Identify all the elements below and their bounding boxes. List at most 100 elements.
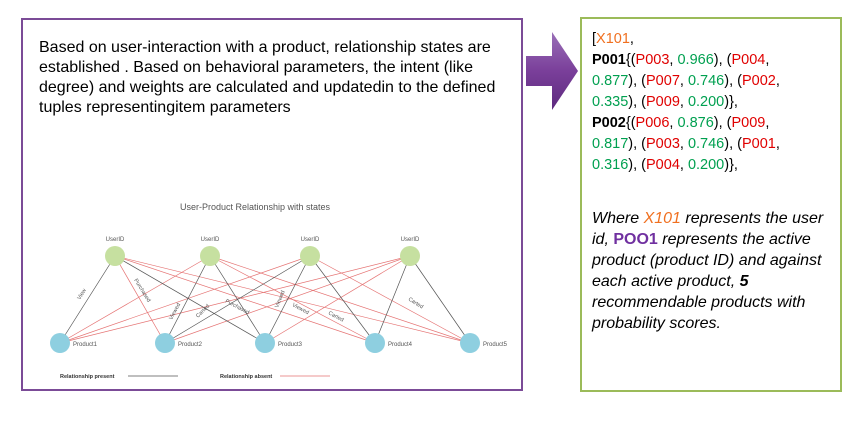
absent-edge xyxy=(114,255,166,344)
separator: , xyxy=(669,115,678,131)
punctuation: ), ( xyxy=(628,73,647,89)
product-node-label: Product3 xyxy=(278,342,303,348)
legend: Relationship present Relationship absent xyxy=(60,374,330,380)
score: 0.877 xyxy=(592,73,629,89)
edge-label: Carted xyxy=(327,310,344,323)
bracket-text: [ xyxy=(592,31,597,47)
absent-edge xyxy=(264,255,411,344)
recommendation-tuples: [X101, P001{(P003, 0.966), (P004, 0.877)… xyxy=(592,29,837,176)
note-product-key: POO1 xyxy=(613,231,658,248)
note-text: recommendable products with probability … xyxy=(592,294,806,332)
separator: , xyxy=(679,136,688,152)
present-edge xyxy=(114,255,266,344)
score: 0.746 xyxy=(687,136,725,152)
legend-present-label: Relationship present xyxy=(60,374,115,380)
tuple-line-4: 0.335), (P009, 0.200)}, xyxy=(592,92,837,113)
user-node xyxy=(400,246,420,266)
score: 0.200 xyxy=(687,157,725,173)
punctuation: )}, xyxy=(724,157,738,173)
absent-edges xyxy=(59,255,471,344)
user-node xyxy=(300,246,320,266)
score: 0.746 xyxy=(687,73,725,89)
punctuation: ), ( xyxy=(713,52,732,68)
product-id: P009 xyxy=(646,94,680,110)
product-node-label: Product5 xyxy=(483,342,508,348)
absent-edge xyxy=(59,255,211,344)
present-edge xyxy=(164,255,211,344)
present-edges xyxy=(59,255,471,344)
present-edge xyxy=(374,255,411,344)
score: 0.817 xyxy=(592,136,629,152)
absent-edge xyxy=(59,255,411,344)
user-id: X101 xyxy=(596,31,630,47)
note-user-id: X101 xyxy=(643,210,681,227)
product-id: P009 xyxy=(731,115,766,131)
description-text: Based on user-interaction with a product… xyxy=(39,38,499,118)
right-arrow-icon xyxy=(526,32,578,110)
punctuation: , xyxy=(765,52,770,68)
separator: , xyxy=(669,52,678,68)
present-edge xyxy=(59,255,116,344)
separator: , xyxy=(679,73,688,89)
product-node xyxy=(155,333,175,353)
present-edge xyxy=(164,255,311,344)
product-id: P002 xyxy=(741,73,776,89)
product-id: P006 xyxy=(635,115,670,131)
note-text: represents the user id, xyxy=(592,210,824,248)
score: 0.966 xyxy=(677,52,714,68)
product-id: P003 xyxy=(635,52,670,68)
punctuation: ), ( xyxy=(724,136,742,152)
edge-label: View xyxy=(77,288,88,301)
separator: , xyxy=(679,94,688,110)
absent-edge xyxy=(209,255,471,344)
tuple-line-6: 0.817), (P003, 0.746), (P001, xyxy=(592,134,837,155)
explanation-note: Where X101 represents the user id, POO1 … xyxy=(592,208,837,334)
present-edge xyxy=(264,255,311,344)
tuple-line-2: P001{(P003, 0.966), (P004, xyxy=(592,50,837,71)
note-text: represents the active product (product I… xyxy=(592,231,822,290)
product-id: P004 xyxy=(646,157,680,173)
punctuation: ), ( xyxy=(628,136,647,152)
punctuation: ), ( xyxy=(724,73,742,89)
score: 0.876 xyxy=(677,115,714,131)
user-nodes: UserID UserID UserID UserID xyxy=(105,237,420,266)
user-node xyxy=(200,246,220,266)
user-node xyxy=(105,246,125,266)
punctuation: ), ( xyxy=(713,115,732,131)
absent-edge xyxy=(114,255,376,344)
punctuation: , xyxy=(765,115,770,131)
product-node xyxy=(50,333,70,353)
user-node-label: UserID xyxy=(201,237,220,243)
active-product-key: P002 xyxy=(592,115,626,131)
product-id: P003 xyxy=(646,136,680,152)
comma-text: , xyxy=(629,31,634,47)
separator: , xyxy=(679,157,688,173)
absent-edge xyxy=(59,255,311,344)
user-node-label: UserID xyxy=(401,237,420,243)
note-count: 5 xyxy=(739,273,749,290)
diagram-title: User-Product Relationship with states xyxy=(180,202,331,212)
tuple-line-7: 0.316), (P004, 0.200)}, xyxy=(592,155,837,176)
product-node xyxy=(365,333,385,353)
punctuation: ), ( xyxy=(628,157,647,173)
description-paragraph: Based on user-interaction with a product… xyxy=(39,39,496,116)
punctuation: ), ( xyxy=(628,94,647,110)
product-node xyxy=(460,333,480,353)
legend-absent-label: Relationship absent xyxy=(220,374,272,380)
present-edge xyxy=(309,255,376,344)
product-node xyxy=(255,333,275,353)
note-text: Where xyxy=(592,210,644,227)
product-id: P004 xyxy=(731,52,766,68)
punctuation: , xyxy=(775,73,780,89)
right-panel: [X101, P001{(P003, 0.966), (P004, 0.877)… xyxy=(580,17,842,392)
active-product-key: P001 xyxy=(592,52,626,68)
punctuation: {( xyxy=(625,115,636,131)
user-node-label: UserID xyxy=(301,237,320,243)
absent-edge xyxy=(309,255,471,344)
product-node-label: Product2 xyxy=(178,342,203,348)
punctuation: , xyxy=(775,136,780,152)
product-node-label: Product1 xyxy=(73,342,98,348)
present-edge xyxy=(409,255,471,344)
edge-label: Viewed xyxy=(274,290,286,309)
product-id: P007 xyxy=(646,73,680,89)
